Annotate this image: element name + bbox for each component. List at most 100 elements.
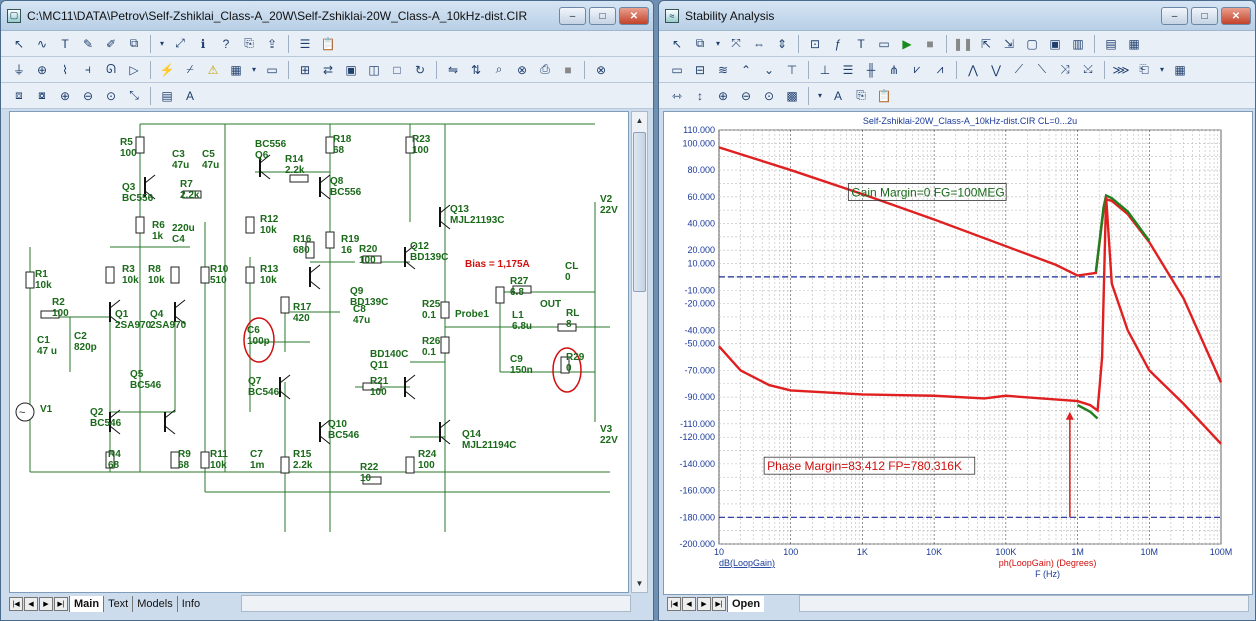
probe-icon[interactable]: ⤢ <box>175 36 185 50</box>
component-icon[interactable]: ⧉ <box>129 36 139 50</box>
tool-9-icon[interactable]: ⤨ <box>1060 62 1070 76</box>
find-icon[interactable]: ⌕ <box>495 62 503 76</box>
flip-v-icon[interactable]: ⇅ <box>470 62 482 77</box>
wire-icon[interactable]: ∿ <box>36 36 48 51</box>
flow-icon[interactable]: ⇄ <box>322 62 334 77</box>
paste-icon[interactable]: 📋 <box>320 36 336 51</box>
ungroup-icon[interactable]: ⧇ <box>38 88 46 102</box>
schematic-window[interactable]: ▢ C:\MC11\DATA\Petrov\Self-Zshiklai_Clas… <box>0 0 654 621</box>
last-tab-icon[interactable]: ▶| <box>54 597 68 611</box>
run-icon[interactable]: ▶ <box>902 36 912 51</box>
zoom-100-icon[interactable]: ⊙ <box>105 88 117 103</box>
calendar-icon[interactable]: ▦ <box>1174 62 1186 77</box>
analysis-titlebar[interactable]: ≈ Stability Analysis – □ ✕ <box>659 1 1255 31</box>
stop-icon[interactable]: ■ <box>564 62 572 77</box>
horizontal-scrollbar[interactable] <box>241 595 631 612</box>
tab-models[interactable]: Models <box>132 596 176 612</box>
plot-horizontal-scrollbar[interactable] <box>799 595 1249 612</box>
tool-4-icon[interactable]: ⩘ <box>936 62 944 76</box>
grid-icon[interactable]: ▦ <box>230 62 242 77</box>
new-page-icon[interactable]: ⊞ <box>299 62 311 77</box>
table-2-icon[interactable]: ▤ <box>1105 36 1117 51</box>
zoom-100-icon[interactable]: ⊙ <box>763 88 775 103</box>
copy-icon[interactable]: ⎘ <box>856 88 866 102</box>
dropdown-icon[interactable]: ▾ <box>715 39 720 48</box>
stop-icon[interactable]: ■ <box>926 36 934 51</box>
text-tool-icon[interactable]: T <box>61 36 69 51</box>
clipboard-icon[interactable]: ⎗ <box>1139 62 1149 76</box>
rotate-icon[interactable]: ↻ <box>414 62 426 77</box>
copy-icon[interactable]: ⎘ <box>244 36 254 50</box>
high-icon[interactable]: ⊤ <box>786 62 798 77</box>
close-button[interactable]: ✕ <box>1221 7 1251 25</box>
maximize-button[interactable]: □ <box>589 7 616 25</box>
export-icon[interactable]: ⇪ <box>266 36 278 51</box>
zoom-out-icon[interactable]: ⊖ <box>82 88 94 103</box>
low-icon[interactable]: ⊥ <box>819 62 831 77</box>
cursor-right-icon[interactable]: ⇲ <box>1003 36 1015 51</box>
fit-x-icon[interactable]: ⇿ <box>671 88 683 103</box>
valley-icon[interactable]: ⌄ <box>763 62 775 77</box>
image-icon[interactable]: ▣ <box>345 62 357 77</box>
info-icon[interactable]: ℹ <box>200 36 206 51</box>
next-tab-icon[interactable]: ▶ <box>39 597 53 611</box>
tool-11-icon[interactable]: ⋙ <box>1112 62 1130 77</box>
scale-y-icon[interactable]: ⇕ <box>776 36 788 51</box>
table-icon[interactable]: ▥ <box>1072 36 1084 51</box>
first-tab-icon[interactable]: |◀ <box>667 597 681 611</box>
box-icon[interactable]: ◫ <box>368 62 380 77</box>
tool-6-icon[interactable]: ⋁ <box>991 62 1001 77</box>
diode-icon[interactable]: ▷ <box>129 62 139 77</box>
prev-tab-icon[interactable]: ◀ <box>682 597 696 611</box>
switch-icon[interactable]: ⌿ <box>186 62 194 76</box>
battery-icon[interactable]: ⚡ <box>159 62 175 77</box>
table-3-icon[interactable]: ▦ <box>1128 36 1140 51</box>
tool-7-icon[interactable]: ⟋ <box>1014 62 1024 76</box>
warning-icon[interactable]: ⚠ <box>207 62 219 77</box>
fx-icon[interactable]: ƒ <box>834 36 842 51</box>
text-a-icon[interactable]: A <box>833 88 842 103</box>
resistor-icon[interactable]: ⌇ <box>62 62 68 77</box>
help-icon[interactable]: ? <box>222 36 230 51</box>
group-icon[interactable]: ⧈ <box>15 88 23 102</box>
tool-5-icon[interactable]: ⋀ <box>968 62 978 77</box>
tab-info[interactable]: Info <box>176 596 204 612</box>
zoom-in-icon[interactable]: ⊕ <box>59 88 71 103</box>
scale-icon[interactable]: ⤧ <box>731 36 741 50</box>
minimize-button[interactable]: – <box>559 7 586 25</box>
text-tool-icon[interactable]: T <box>857 36 865 51</box>
capacitor-icon[interactable]: ⫞ <box>84 62 91 76</box>
print-icon[interactable]: ⎙ <box>540 62 550 76</box>
last-tab-icon[interactable]: ▶| <box>712 597 726 611</box>
select-icon[interactable]: ↖ <box>13 36 25 51</box>
frame-2-icon[interactable]: ▣ <box>1049 36 1061 51</box>
schematic-titlebar[interactable]: ▢ C:\MC11\DATA\Petrov\Self-Zshiklai_Clas… <box>1 1 653 31</box>
dropdown-icon[interactable]: ▾ <box>1159 65 1164 74</box>
scroll-up-icon[interactable]: ▲ <box>635 116 644 125</box>
first-tab-icon[interactable]: |◀ <box>9 597 23 611</box>
source-icon[interactable]: ⊕ <box>36 62 48 77</box>
layout-b-icon[interactable]: ⊟ <box>694 62 706 77</box>
cursor-left-icon[interactable]: ⇱ <box>980 36 992 51</box>
zoom-in-icon[interactable]: ⊕ <box>717 88 729 103</box>
tool-8-icon[interactable]: ⟍ <box>1037 62 1047 76</box>
select-icon[interactable]: ↖ <box>671 36 683 51</box>
color-icon[interactable]: ▩ <box>786 88 798 103</box>
pause-icon[interactable]: ❚❚ <box>952 36 974 51</box>
bode-icon[interactable]: ≋ <box>717 62 729 77</box>
page-icon[interactable]: ▭ <box>878 36 890 51</box>
tool-10-icon[interactable]: ⤩ <box>1083 62 1093 76</box>
prev-tab-icon[interactable]: ◀ <box>24 597 38 611</box>
rect-icon[interactable]: □ <box>393 62 401 77</box>
layout-icon[interactable]: ▤ <box>161 88 173 103</box>
peak-icon[interactable]: ⌃ <box>740 62 752 77</box>
scale-x-icon[interactable]: ⇔ <box>753 36 765 51</box>
scroll-thumb[interactable] <box>633 132 646 292</box>
ground-icon[interactable]: ⏚ <box>12 63 25 77</box>
zoom-out-icon[interactable]: ⊖ <box>740 88 752 103</box>
tool-3-icon[interactable]: ⩗ <box>913 62 921 76</box>
pencil-icon[interactable]: ✎ <box>82 36 94 51</box>
layout-a-icon[interactable]: ▭ <box>671 62 683 77</box>
